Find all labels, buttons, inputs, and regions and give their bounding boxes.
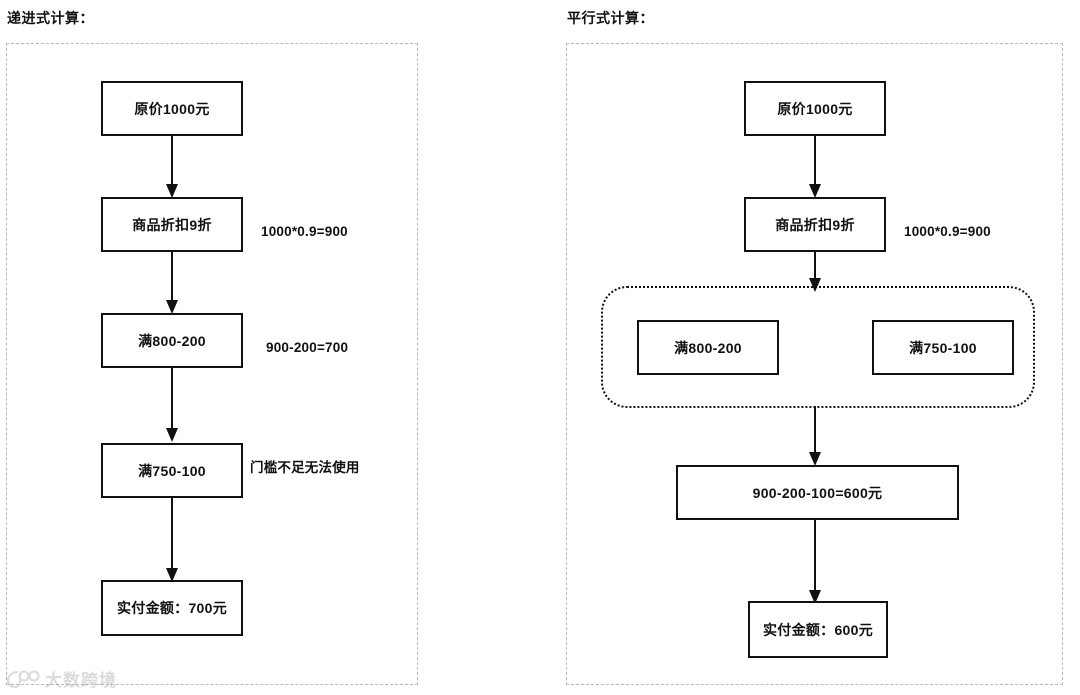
left-node-coupon-750[interactable]: 满750-100 xyxy=(101,443,243,498)
right-node-final-amount[interactable]: 实付金额：600元 xyxy=(748,601,888,658)
left-note-coupon-800: 900-200=700 xyxy=(266,340,349,355)
right-note-discount: 1000*0.9=900 xyxy=(904,224,991,239)
watermark-text: 大数跨境 xyxy=(45,671,117,690)
right-node-sum[interactable]: 900-200-100=600元 xyxy=(676,465,959,520)
right-node-coupon-800[interactable]: 满800-200 xyxy=(637,320,779,375)
right-node-discount[interactable]: 商品折扣9折 xyxy=(744,197,886,252)
right-node-coupon-750[interactable]: 满750-100 xyxy=(872,320,1014,375)
left-panel-title: 递进式计算： xyxy=(7,10,94,26)
watermark: 大数跨境 xyxy=(6,666,117,691)
watermark-logo-icon xyxy=(6,670,40,688)
right-parallel-coupon-group xyxy=(601,286,1035,408)
right-node-original-price[interactable]: 原价1000元 xyxy=(744,81,886,136)
left-node-original-price[interactable]: 原价1000元 xyxy=(101,81,243,136)
left-node-final-amount[interactable]: 实付金额：700元 xyxy=(101,580,243,636)
left-node-discount[interactable]: 商品折扣9折 xyxy=(101,197,243,252)
right-panel-title: 平行式计算： xyxy=(567,10,654,26)
left-note-discount: 1000*0.9=900 xyxy=(261,224,348,239)
left-note-coupon-750: 门槛不足无法使用 xyxy=(250,460,360,475)
left-node-coupon-800[interactable]: 满800-200 xyxy=(101,313,243,368)
